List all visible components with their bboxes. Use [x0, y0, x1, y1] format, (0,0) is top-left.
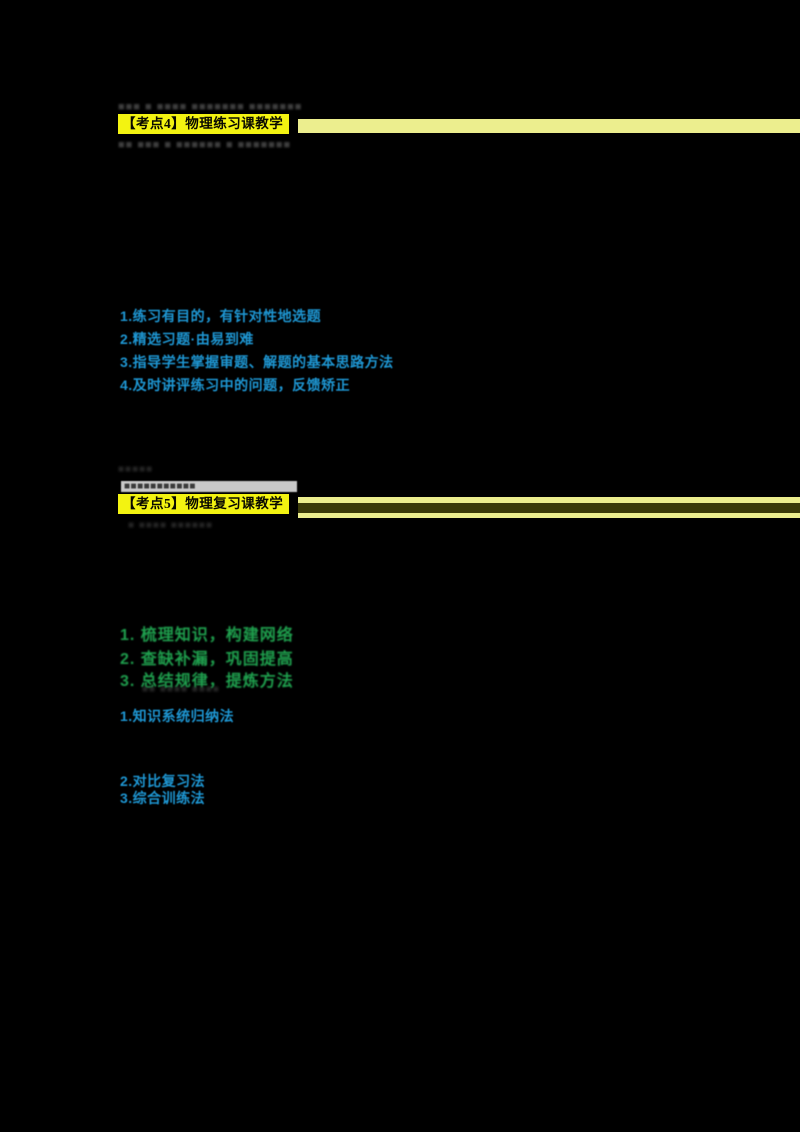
- blue-method-item-2: 2.对比复习法: [120, 773, 206, 789]
- grey-highlighted-line: ■■■■■■■■■■■: [121, 481, 297, 492]
- ghost-text-line: ■■■ ■ ■■■■ ■■■■■■■ ■■■■■■■: [118, 101, 303, 113]
- green-list-item-1: 1. 梳理知识，构建网络: [120, 627, 294, 644]
- blue-list-item-3: 3.指导学生掌握审题、解题的基本思路方法: [120, 354, 394, 370]
- section4-header-band: 【考点4】物理练习课教学: [118, 114, 800, 134]
- section4-header-highlight-extension: [298, 119, 800, 133]
- green-list-item-3: 3. 总结规律，提炼方法: [120, 673, 294, 690]
- section5-header-label: 【考点5】物理复习课教学: [118, 494, 290, 514]
- blue-list-item-1: 1.练习有目的，有针对性地选题: [120, 308, 322, 324]
- pale-stripe: [298, 497, 800, 503]
- blue-method-item-3: 3.综合训练法: [120, 790, 206, 806]
- blue-method-item-1: 1.知识系统归纳法: [120, 708, 235, 724]
- pale-stripe: [298, 513, 800, 518]
- ghost-text-line: ■■ ■■■■ ■■■■: [142, 684, 220, 695]
- section4-header-label: 【考点4】物理练习课教学: [118, 114, 290, 134]
- section5-header-band: 【考点5】物理复习课教学: [118, 494, 800, 518]
- ghost-text-line: ■■■■■: [118, 464, 154, 475]
- ghost-text-line: ■■ ■■■ ■ ■■■■■■ ■ ■■■■■■■: [118, 139, 292, 151]
- blue-list-item-4: 4.及时讲评练习中的问题，反馈矫正: [120, 377, 351, 393]
- section5-header-highlight-extension: [298, 497, 800, 518]
- ghost-text-line: ■ ■■■■ ■■■■■■: [128, 520, 213, 531]
- green-list-item-2: 2. 查缺补漏，巩固提高: [120, 651, 294, 668]
- blue-list-item-2: 2.精选习题·由易到难: [120, 331, 254, 347]
- dark-stripe: [298, 503, 800, 513]
